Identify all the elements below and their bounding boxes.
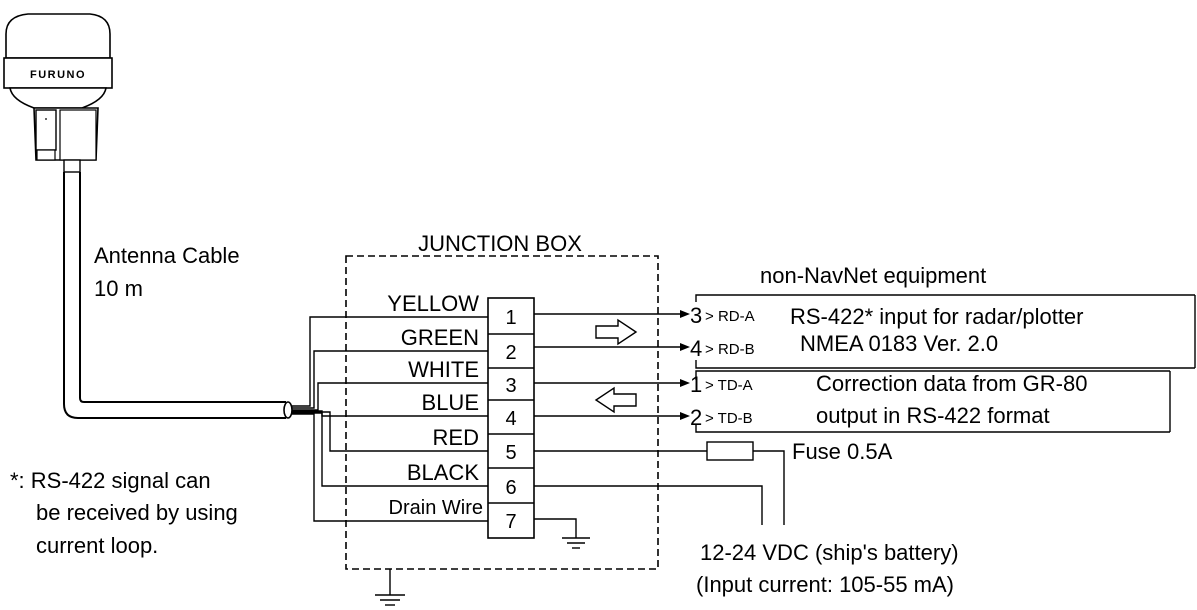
fuse-label: Fuse 0.5A — [792, 439, 893, 464]
data-direction-right-arrow — [595, 318, 638, 346]
pin-sig-rd-b: > RD-B — [705, 341, 755, 358]
input-desc-line2: NMEA 0183 Ver. 2.0 — [800, 331, 998, 356]
antenna-unit: FURUNO — [3, 13, 113, 173]
antenna-cable — [63, 172, 293, 419]
footnote-line2: be received by using — [36, 500, 238, 525]
data-direction-left-arrow — [594, 386, 637, 414]
fuse-symbol — [706, 441, 754, 461]
wire-label-drain: Drain Wire — [389, 497, 483, 519]
pin-num-2: 2 — [690, 405, 702, 430]
wire-label-black: BLACK — [407, 460, 479, 485]
cable-label-line2: 10 m — [94, 276, 143, 301]
power-label-line1: 12-24 VDC (ship's battery) — [700, 540, 959, 565]
pin-sig-rd-a: > RD-A — [705, 308, 755, 325]
wire-black — [292, 412, 488, 487]
wire-drain — [292, 413, 488, 522]
input-desc-line1: RS-422* input for radar/plotter — [790, 304, 1084, 329]
terminal-7: 7 — [505, 511, 516, 533]
wire-label-white: WHITE — [408, 357, 479, 382]
terminal-3: 3 — [505, 375, 516, 397]
terminal-5: 5 — [505, 442, 516, 464]
footnote-line1: *: RS-422 signal can — [10, 468, 211, 493]
wire-yellow — [292, 316, 488, 407]
signal-lines — [534, 310, 690, 420]
equipment-input-box — [695, 294, 1196, 369]
wire-red — [292, 411, 488, 452]
footnote-line3: current loop. — [36, 533, 158, 558]
pin-sig-td-a: > TD-A — [705, 377, 753, 394]
junction-box-title: JUNCTION BOX — [418, 231, 582, 256]
wire-label-red: RED — [433, 425, 479, 450]
wire-bundle — [292, 316, 488, 522]
terminal-2: 2 — [505, 342, 516, 364]
wire-label-green: GREEN — [401, 325, 479, 350]
ground-symbol-box — [534, 518, 590, 549]
terminal-1: 1 — [505, 307, 516, 329]
equipment-title: non-NavNet equipment — [760, 263, 986, 288]
terminal-6: 6 — [505, 477, 516, 499]
junction-box-outline — [345, 255, 659, 570]
terminal-block — [487, 297, 535, 539]
antenna-brand-band — [3, 57, 113, 89]
wire-white — [292, 382, 488, 411]
ground-symbol-chassis — [375, 569, 405, 606]
wire-label-yellow: YELLOW — [387, 291, 479, 316]
terminal-4: 4 — [505, 408, 516, 430]
pin-num-4: 4 — [690, 336, 702, 361]
pin-num-1: 1 — [690, 372, 702, 397]
pin-num-3: 3 — [690, 303, 702, 328]
power-label-line2: (Input current: 105-55 mA) — [696, 572, 954, 597]
wire-label-blue: BLUE — [422, 390, 479, 415]
output-desc-line1: Correction data from GR-80 — [816, 371, 1087, 396]
output-desc-line2: output in RS-422 format — [816, 403, 1050, 428]
brand-logo: FURUNO — [30, 69, 86, 81]
power-lines — [534, 441, 785, 525]
pin-sig-td-b: > TD-B — [705, 410, 753, 427]
cable-label-line1: Antenna Cable — [94, 243, 240, 268]
wire-green — [292, 350, 488, 409]
equipment-output-box — [695, 370, 1171, 433]
